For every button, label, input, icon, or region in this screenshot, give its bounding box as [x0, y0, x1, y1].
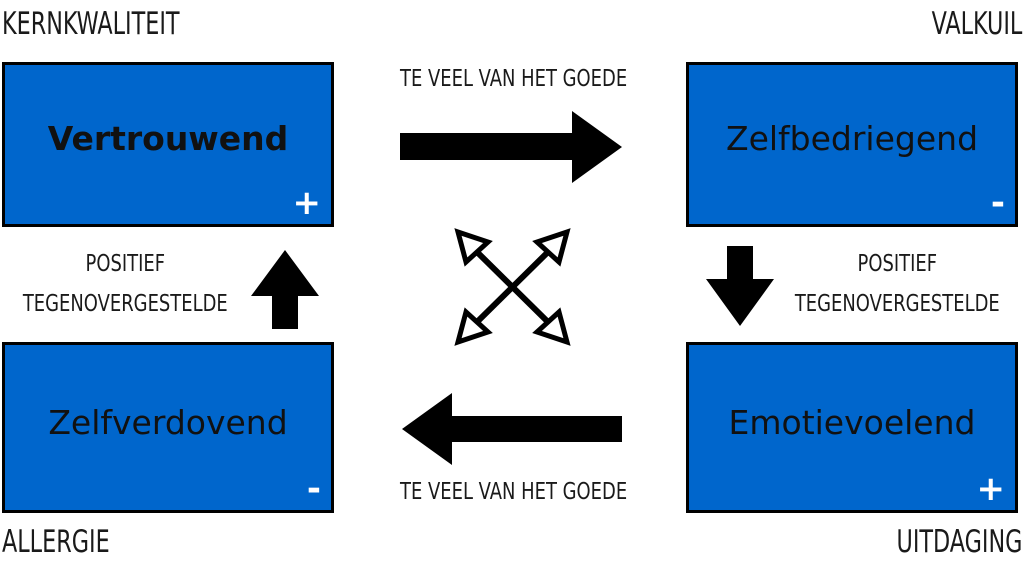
box-allergie: Zelfverdovend -	[2, 342, 334, 513]
label-uitdaging: UITDAGING	[896, 524, 1022, 560]
side-label-left-line1: POSITIEF	[85, 251, 166, 277]
minus-sign: -	[990, 183, 1005, 223]
plus-sign: +	[292, 183, 322, 223]
box-uitdaging: Emotievoelend +	[686, 342, 1018, 513]
caption-top: TE VEEL VAN HET GOEDE	[400, 66, 628, 92]
box-valkuil: Zelfbedriegend -	[686, 62, 1018, 227]
box-kernkwaliteit: Vertrouwend +	[2, 62, 334, 227]
side-label-right-line2: TEGENOVERGESTELDE	[794, 291, 1000, 317]
arrow-left-icon	[402, 393, 622, 465]
arrow-up-icon	[251, 250, 319, 329]
minus-sign: -	[306, 469, 321, 509]
box-label-allergie: Zelfverdovend	[48, 403, 288, 442]
arrow-down-icon	[706, 246, 774, 326]
side-label-right-line1: POSITIEF	[857, 251, 938, 277]
box-label-valkuil: Zelfbedriegend	[725, 119, 979, 158]
arrow-right-icon	[400, 111, 622, 183]
side-label-left-line2: TEGENOVERGESTELDE	[22, 291, 228, 317]
box-label-kernkwaliteit: Vertrouwend	[47, 119, 289, 158]
label-valkuil: VALKUIL	[931, 6, 1022, 42]
cross-arrows-icon	[454, 228, 571, 346]
side-label-right: POSITIEF TEGENOVERGESTELDE	[792, 244, 1003, 324]
label-kernkwaliteit: KERNKWALITEIT	[2, 6, 180, 42]
side-label-left: POSITIEF TEGENOVERGESTELDE	[20, 244, 231, 324]
plus-sign: +	[976, 469, 1006, 509]
label-allergie: ALLERGIE	[2, 524, 110, 560]
box-label-uitdaging: Emotievoelend	[728, 403, 976, 442]
caption-bottom: TE VEEL VAN HET GOEDE	[400, 479, 628, 505]
